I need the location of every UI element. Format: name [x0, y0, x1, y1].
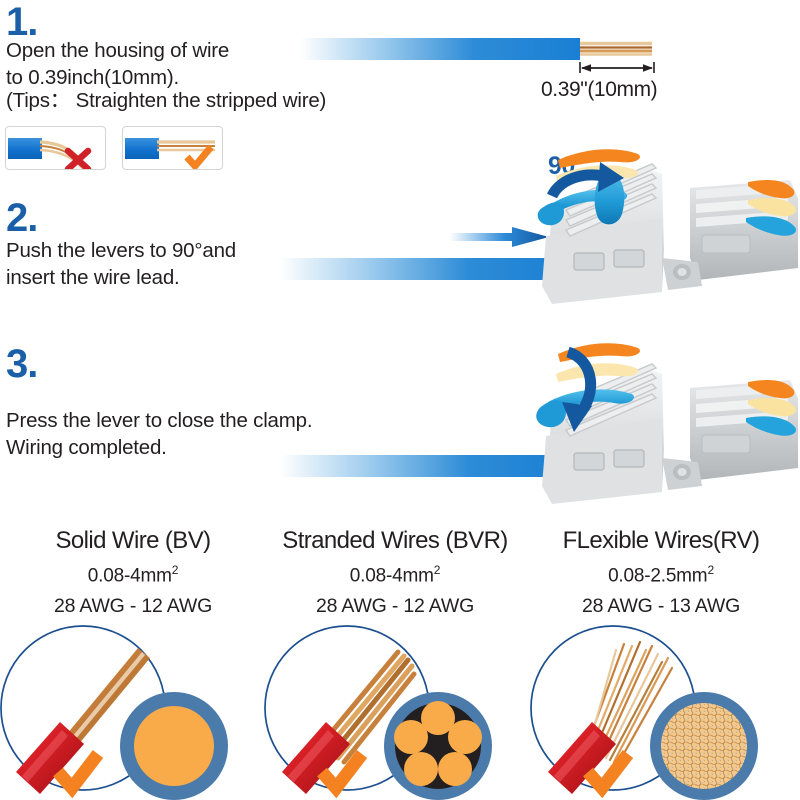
wire-type-column-stranded: Stranded Wires (BVR) 0.08-4mm2 28 AWG - … — [262, 527, 528, 618]
lever-orange — [748, 380, 795, 399]
wire-type-title: Stranded Wires (BVR) — [282, 527, 508, 554]
stripped-copper-end — [580, 41, 652, 56]
connector-rear-block — [690, 180, 798, 280]
step-1-number: 1. — [6, 0, 38, 44]
lever-connector-open — [537, 149, 798, 304]
area-value: 0.08-4mm — [349, 565, 434, 587]
step-2-number: 2. — [6, 196, 38, 240]
wire-jacket-blue — [8, 138, 42, 159]
wire-type-column-solid: Solid Wire (BV) 0.08-4mm2 28 AWG - 12 AW… — [0, 527, 266, 618]
area-exponent: 2 — [707, 563, 714, 578]
wire-figure-solid — [0, 625, 228, 800]
step-2-description: Push the levers to 90°and insert the wir… — [6, 239, 236, 289]
tip-box-incorrect — [5, 126, 106, 170]
wire-type-awg: 28 AWG - 12 AWG — [53, 594, 213, 617]
wire-type-area: 0.08-2.5mm2 — [528, 563, 794, 587]
strand-circles — [394, 701, 482, 786]
wire-type-awg: 28 AWG - 13 AWG — [581, 594, 741, 617]
area-value: 0.08-4mm — [87, 565, 172, 587]
area-exponent: 2 — [171, 563, 179, 578]
connector-front-block — [542, 363, 702, 504]
lever-blue-closed — [536, 400, 566, 428]
lever-yellow — [748, 398, 797, 417]
step-3-description: Press the lever to close the clamp. Wiri… — [6, 409, 313, 459]
lever-orange — [748, 180, 795, 199]
wire-type-title: Solid Wire (BV) — [55, 527, 211, 554]
lever-orange-front — [558, 149, 640, 168]
lever-connector-closed — [536, 343, 798, 504]
wire-type-column-flexible: FLexible Wires(RV) 0.08-2.5mm2 28 AWG - … — [528, 527, 794, 618]
wire-jacket-blue — [125, 138, 159, 159]
lever-yellow — [748, 198, 797, 217]
step-1-tip: (Tips： Straighten the stripped wire) — [6, 89, 327, 112]
dimension-label: 0.39"(10mm) — [541, 78, 658, 101]
fine-strand-bundle — [661, 703, 747, 789]
area-exponent: 2 — [433, 563, 441, 578]
connector-rear-block — [690, 380, 798, 480]
solid-conductor — [134, 706, 214, 786]
bent-wire-illustration — [39, 140, 92, 169]
port-right — [613, 449, 645, 468]
tip-box-correct — [122, 126, 223, 170]
wire-type-area: 0.08-4mm2 — [262, 563, 528, 587]
wire-figure-stranded — [264, 625, 492, 800]
wire-type-awg: 28 AWG - 12 AWG — [315, 594, 475, 617]
straight-wire-illustration — [157, 140, 215, 169]
wire-type-title: FLexible Wires(RV) — [562, 527, 760, 554]
step-3-number: 3. — [6, 342, 38, 386]
lever-blue — [746, 216, 797, 236]
step-1-description: Open the housing of wire to 0.39inch(10m… — [6, 39, 230, 89]
wire-illustration-step1 — [300, 38, 580, 60]
area-value: 0.08-2.5mm — [608, 565, 708, 587]
wire-figure-flexible — [530, 625, 758, 800]
check-icon — [317, 750, 368, 799]
lever-yellow-front — [556, 363, 638, 382]
lever-blue — [746, 416, 797, 436]
wire-type-area: 0.08-4mm2 — [0, 563, 266, 587]
wire-illustration-step3 — [280, 455, 570, 477]
cross-icon — [64, 147, 92, 169]
check-icon — [184, 144, 214, 169]
port-left — [573, 252, 605, 271]
port-left — [573, 452, 605, 471]
check-icon — [53, 750, 104, 799]
port-right — [613, 249, 645, 268]
check-icon — [583, 750, 634, 799]
dimension-arrow — [579, 62, 655, 73]
insertion-arrow-icon — [450, 227, 549, 247]
wire-illustration-step2 — [280, 258, 570, 280]
